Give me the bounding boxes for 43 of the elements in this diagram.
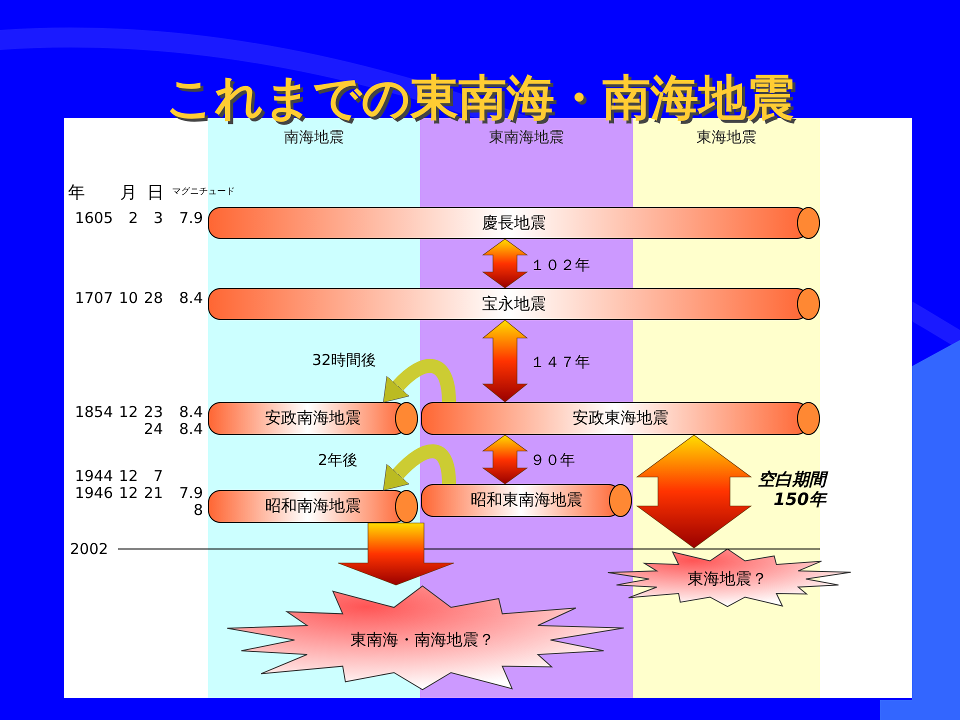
date-value-text: 8 (193, 502, 203, 518)
date-value-text: 7.9 (179, 210, 203, 226)
date-value-text: 3 (153, 210, 163, 226)
block-arrow (482, 320, 528, 402)
table-header-text: 日 (147, 184, 164, 202)
date-value-text: 1605 (74, 210, 113, 226)
date-value-text: 1944 (74, 468, 113, 484)
date-value-text: 8.4 (179, 420, 203, 438)
date-value-text: 28 (144, 290, 163, 306)
column-heading: 南海地震 (283, 128, 345, 147)
date-value-text: 8.4 (179, 404, 203, 420)
date-value-text: 24 (144, 420, 163, 438)
interval-label: 空白期間150年 (754, 470, 826, 510)
interval-label: １４７年 (530, 354, 590, 371)
date-value-text: 12 (118, 404, 138, 420)
interval-label: 32時間後 (312, 352, 376, 369)
column-heading: 東南海地震 (488, 128, 565, 147)
date-value-text: 12 (118, 468, 138, 484)
date-value-text: 12 (118, 484, 138, 502)
date-value-text: 1707 (74, 290, 113, 306)
date-value-text: 1854 (74, 404, 113, 420)
date-value-text: 7 (153, 468, 163, 484)
interval-label: １０２年 (530, 257, 590, 274)
date-value-text: 2 (128, 210, 138, 226)
date-value-text: 8.4 (179, 290, 203, 306)
column-heading: 東海地震 (696, 128, 758, 147)
date-value-text: 7.9 (179, 484, 203, 502)
date-value-text: 1946 (74, 484, 113, 502)
curved-arrow (382, 359, 456, 402)
date-value-text: 23 (144, 404, 163, 420)
year-label: 2002 (70, 540, 108, 558)
block-arrow (482, 434, 528, 484)
date-value-text: 21 (144, 484, 163, 502)
slide-title: これまでの東南海・南海地震 (164, 72, 796, 124)
interval-label: 2年後 (318, 452, 358, 469)
date-value-text: 10 (118, 290, 138, 306)
block-arrow (338, 522, 454, 586)
interval-label: ９０年 (530, 452, 575, 469)
table-header-text: マグニチュード (172, 186, 235, 198)
table-header-text: 年 (68, 184, 85, 202)
table-header-text: 月 (120, 184, 137, 202)
block-arrow (482, 238, 528, 288)
block-arrow (636, 434, 752, 548)
